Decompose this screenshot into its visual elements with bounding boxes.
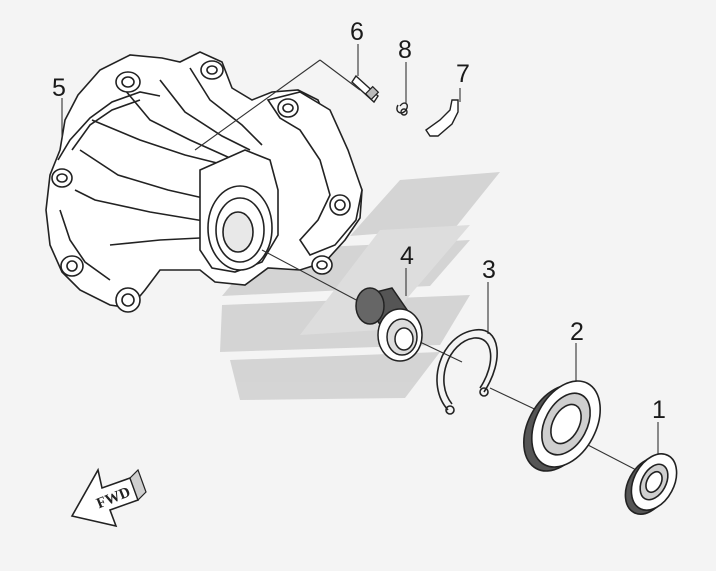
- part-3-circlip: [436, 329, 498, 415]
- part-6-breather-bolt: [351, 74, 380, 104]
- callout-3: 3: [482, 256, 496, 284]
- part-4-sleeve: [355, 287, 423, 362]
- callout-5: 5: [52, 74, 66, 102]
- part-1-oil-seal: [624, 453, 678, 515]
- callout-1: 1: [652, 396, 666, 424]
- part-2-bearing: [523, 380, 601, 472]
- callout-7: 7: [456, 60, 470, 88]
- callout-4: 4: [400, 242, 414, 270]
- leader-lines: [61, 44, 659, 473]
- callout-6: 6: [350, 18, 364, 46]
- final-drive-housing: [45, 51, 363, 313]
- fwd-direction-arrow: FWD: [70, 467, 147, 528]
- part-7-breather-hose: [425, 99, 459, 137]
- callout-8: 8: [398, 36, 412, 64]
- part-8-hose-clip: [396, 102, 409, 116]
- callout-2: 2: [570, 318, 584, 346]
